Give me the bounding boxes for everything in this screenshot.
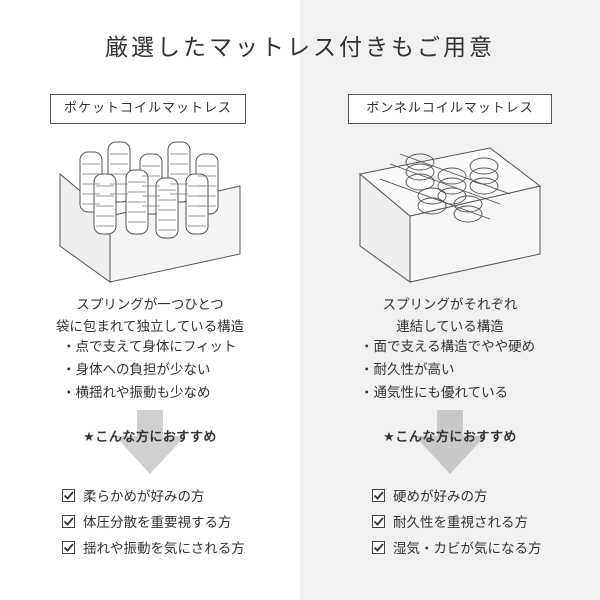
recommend-item: 揺れや振動を気にされる方 [62,534,245,560]
pocket-coil-column: ポケットコイルマットレス [0,94,300,560]
desc-line: 連結している構造 [396,319,504,335]
recommend-item: 湿気・カビが気になる方 [372,534,542,560]
recommend-label: 柔らかめが好みの方 [83,489,205,505]
recommend-label: 湿気・カビが気になる方 [393,541,542,557]
pocket-coil-illustration [59,141,241,283]
desc-line: スプリングが一つひとつ [76,297,224,313]
pocket-coil-recommend-list: 柔らかめが好みの方 体圧分散を重要視する方 揺れや振動を気にされる方 [62,482,245,560]
bonnell-coil-features: ・面で支える構造でやや硬め ・耐久性が高い ・通気性にも優れている [360,336,535,405]
recommend-item: 柔らかめが好みの方 [62,482,245,508]
feature-item: ・通気性にも優れている [360,385,509,401]
bonnell-coil-recommend-list: 硬めが好みの方 耐久性を重視される方 湿気・カビが気になる方 [372,482,542,560]
recommend-label: 揺れや振動を気にされる方 [83,541,245,557]
checkbox-checked-icon [62,540,75,554]
feature-item: ・点で支えて身体にフィット [62,339,237,355]
recommend-label: 耐久性を重視される方 [393,515,528,531]
down-arrow-icon [115,410,185,474]
recommend-label: 体圧分散を重要視する方 [83,515,232,531]
recommend-heading: ★こんな方におすすめ [83,430,217,445]
desc-line: 袋に包まれて独立している構造 [55,319,245,335]
feature-item: ・身体への負担が少ない [62,362,211,378]
checkbox-checked-icon [372,514,385,528]
recommend-heading: ★こんな方におすすめ [383,430,517,445]
pocket-coil-features: ・点で支えて身体にフィット ・身体への負担が少ない ・横揺れや振動も少なめ [62,336,237,405]
bonnell-coil-illustration [358,147,542,283]
checkbox-checked-icon [62,514,75,528]
checkbox-checked-icon [372,488,385,502]
pocket-coil-description: スプリングが一つひとつ 袋に包まれて独立している構造 [0,294,300,338]
bonnell-coil-column: ボンネルコイルマットレス [300,0,600,600]
bonnell-coil-description: スプリングがそれぞれ 連結している構造 [300,294,600,338]
feature-item: ・横揺れや振動も少なめ [62,385,211,401]
bonnell-coil-tag: ボンネルコイルマットレス [348,94,552,124]
recommend-item: 耐久性を重視される方 [372,508,542,534]
feature-item: ・面で支える構造でやや硬め [360,339,536,355]
pocket-coil-tag: ポケットコイルマットレス [50,94,246,124]
checkbox-checked-icon [62,488,75,502]
recommend-label: 硬めが好みの方 [393,489,488,505]
checkbox-checked-icon [372,540,385,554]
recommend-item: 体圧分散を重要視する方 [62,508,245,534]
feature-item: ・耐久性が高い [360,362,455,378]
recommend-item: 硬めが好みの方 [372,482,542,508]
page-title: 厳選したマットレス付きもご用意 [105,35,495,61]
down-arrow-icon [415,410,485,474]
desc-line: スプリングがそれぞれ [382,297,518,313]
